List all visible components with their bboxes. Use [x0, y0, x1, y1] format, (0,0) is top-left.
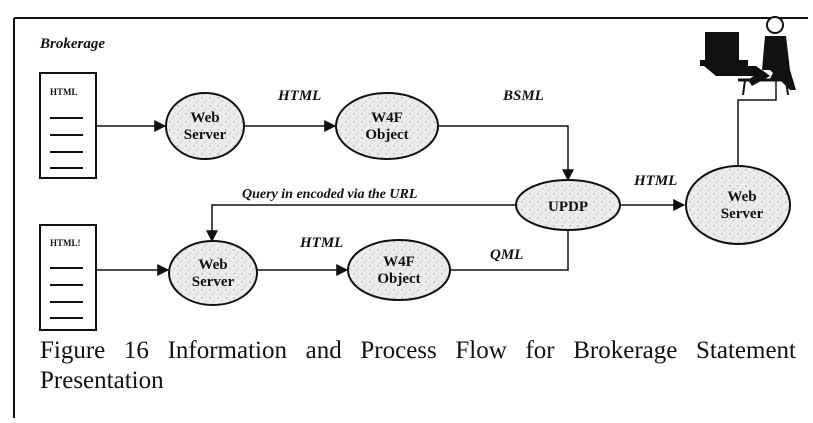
- document-top-label: HTML: [50, 87, 78, 97]
- w4f-object-top-node: W4F Object: [335, 92, 439, 160]
- edge-label-qml: QML: [490, 247, 523, 263]
- figure-caption: Figure 16 Information and Process Flow f…: [40, 337, 796, 394]
- web-server-top-line2: Server: [184, 127, 227, 143]
- edge-label-query: Query in encoded via the URL: [242, 187, 417, 202]
- edge-label-right-html: HTML: [633, 173, 677, 189]
- edge-w4f-top-to-updp: [438, 125, 574, 182]
- web-server-bottom-line1: Web: [198, 257, 227, 273]
- brokerage-label: Brokerage: [39, 36, 105, 52]
- html-document-bottom: HTML!: [39, 224, 97, 331]
- web-server-top-node: Web Server: [165, 92, 245, 160]
- edge-label-top-html: HTML: [277, 88, 321, 104]
- web-server-bottom-node: Web Server: [168, 240, 258, 306]
- web-server-right-line2: Server: [721, 206, 764, 222]
- w4f-bottom-line2: Object: [377, 271, 420, 287]
- w4f-top-line2: Object: [365, 127, 408, 143]
- web-server-bottom-line2: Server: [192, 274, 235, 290]
- document-bottom-label: HTML!: [50, 238, 81, 248]
- web-server-top-line1: Web: [190, 110, 219, 126]
- edge-updp-query-to-webserver: [206, 204, 518, 243]
- web-server-right-node: Web Server: [685, 165, 791, 245]
- edge-label-bottom-html: HTML: [299, 235, 343, 251]
- w4f-bottom-line1: W4F: [383, 254, 415, 270]
- updp-node: UPDP: [515, 179, 621, 231]
- w4f-object-bottom-node: W4F Object: [347, 239, 451, 301]
- user-at-computer-icon: [700, 16, 796, 96]
- updp-label: UPDP: [548, 199, 588, 215]
- edge-label-bsml: BSML: [502, 88, 544, 104]
- edge-webserver-right-to-user: [737, 66, 782, 166]
- edge-w4f-bottom-to-updp: [450, 230, 569, 271]
- html-document-top: HTML: [39, 72, 97, 179]
- w4f-top-line1: W4F: [371, 110, 403, 126]
- web-server-right-line1: Web: [727, 189, 756, 205]
